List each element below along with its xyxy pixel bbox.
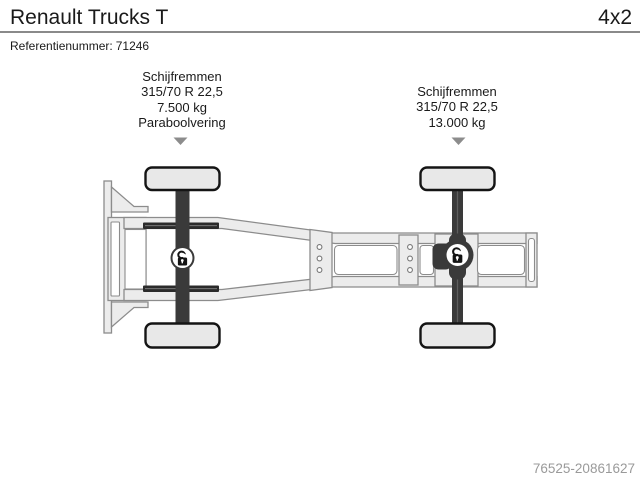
down-arrow-icon [173, 137, 188, 145]
front-axle-unlock-badge [172, 248, 193, 268]
spec-line: 315/70 R 22,5 [141, 84, 223, 100]
spec-line: Schijfremmen [417, 84, 497, 99]
axle-configuration: 4x2 [598, 6, 632, 29]
spec-line: 315/70 R 22,5 [416, 99, 498, 115]
rear-wheel-bottom [419, 322, 496, 349]
crossmember-bolts: .bolt{r:2.4px;} [316, 244, 413, 273]
front-bumper [103, 180, 149, 334]
rear-wheel-top [419, 166, 496, 192]
spec-line: 13.000 kg [428, 114, 486, 130]
listing-id: 76525-20861627 [532, 461, 635, 476]
vehicle-title: Renault Trucks T [10, 6, 169, 29]
front-axle-spec: Schijfremmen 315/70 R 22,5 7.500 kg Para… [97, 69, 267, 131]
front-wheel-bottom [144, 322, 221, 349]
reference-label: Referentienummer: [10, 39, 113, 53]
reference-line: Referentienummer:71246 [10, 39, 149, 53]
front-wheel-top [144, 166, 221, 192]
reference-value: 71246 [115, 39, 150, 53]
spec-line: Schijfremmen [142, 69, 222, 84]
spec-line: Paraboolvering [138, 115, 226, 131]
header-bar: Renault Trucks T 4x2 [0, 0, 640, 33]
rear-axle-unlock-badge [446, 244, 469, 266]
down-arrow-icon [451, 137, 466, 145]
rear-axle-spec: Schijfremmen 315/70 R 22,5 13.000 kg [372, 84, 542, 130]
spec-line: 7.500 kg [157, 99, 207, 115]
